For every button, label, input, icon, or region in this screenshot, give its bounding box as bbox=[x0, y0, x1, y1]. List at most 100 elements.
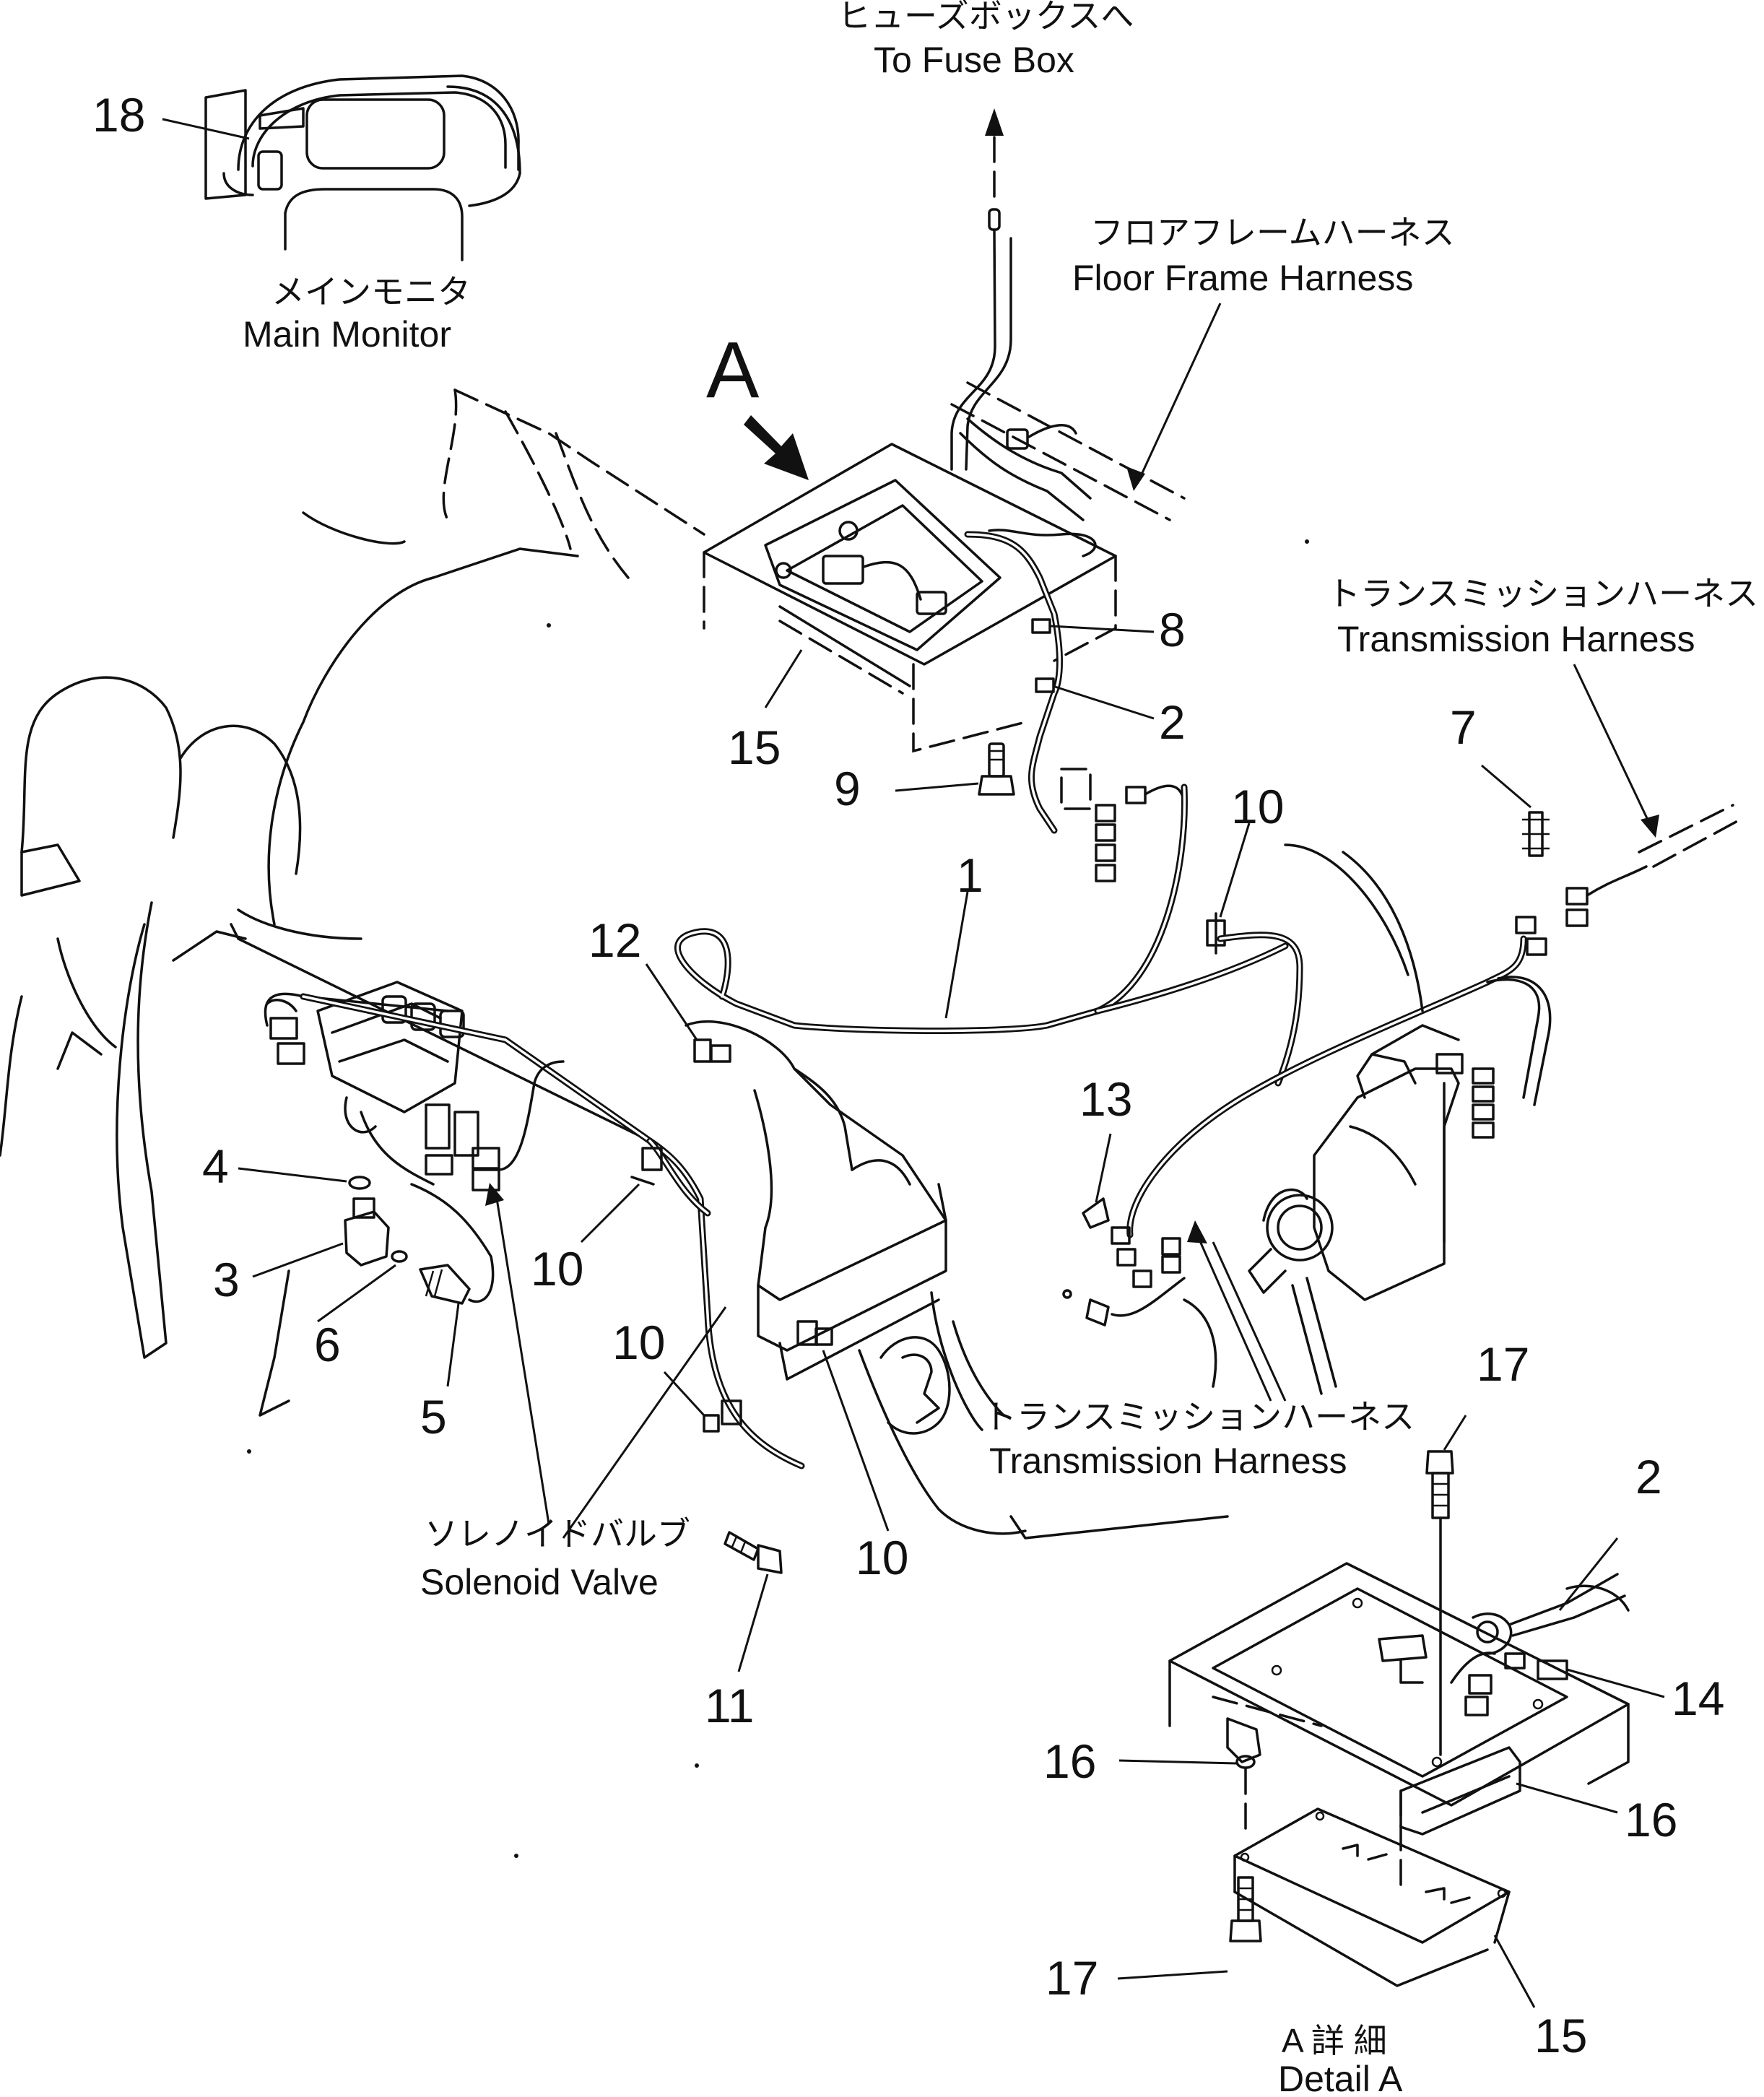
leader-10-mid bbox=[663, 1371, 705, 1417]
speck bbox=[1305, 539, 1309, 544]
callout-2-detail: 2 bbox=[1635, 1450, 1662, 1503]
leader-3 bbox=[252, 1242, 344, 1278]
leader-15-detail bbox=[1493, 1935, 1536, 2008]
callout-10-upper: 10 bbox=[1231, 780, 1284, 833]
floor-frame-harness-illustration bbox=[950, 303, 1222, 521]
callout-8: 8 bbox=[1159, 603, 1186, 656]
main-monitor-label-en: Main Monitor bbox=[243, 314, 451, 355]
leader-2-upper bbox=[1052, 685, 1155, 720]
leader-5 bbox=[446, 1303, 460, 1387]
callout-18: 18 bbox=[92, 88, 145, 142]
main-monitor-label-jp: メインモニタ bbox=[271, 273, 471, 311]
center-housing bbox=[685, 1020, 1229, 1540]
leader-2-detail bbox=[1558, 1537, 1619, 1611]
detail-a-label-en: Detail A bbox=[1278, 2059, 1403, 2097]
callout-6: 6 bbox=[314, 1318, 341, 1371]
fuse-box-label-en: To Fuse Box bbox=[874, 40, 1074, 80]
callout-14: 14 bbox=[1672, 1672, 1724, 1725]
transmission-harness-connectors bbox=[1515, 804, 1742, 956]
callout-15-detail: 15 bbox=[1534, 2009, 1587, 2062]
o-ring-6 bbox=[391, 1250, 408, 1263]
detail-a-illustration bbox=[1168, 1450, 1630, 1987]
solenoid-valve-label-jp: ソレノイドバルブ bbox=[425, 1515, 690, 1553]
callout-5: 5 bbox=[420, 1390, 447, 1443]
leader-16-left bbox=[1118, 1759, 1237, 1765]
callout-13: 13 bbox=[1079, 1072, 1132, 1126]
leader-4 bbox=[238, 1167, 347, 1183]
callout-2-upper: 2 bbox=[1159, 695, 1186, 749]
callout-17-top: 17 bbox=[1477, 1337, 1529, 1391]
clip-12 bbox=[693, 1038, 731, 1063]
speck bbox=[247, 1449, 251, 1454]
leader-17-top bbox=[1443, 1415, 1467, 1451]
speck bbox=[695, 1763, 699, 1768]
controller-box-upper bbox=[703, 443, 1117, 753]
callout-17-bottom: 17 bbox=[1046, 1951, 1098, 2005]
callout-16-left: 16 bbox=[1043, 1735, 1096, 1788]
leader-solenoid-valve-2 bbox=[495, 1198, 550, 1524]
callout-3: 3 bbox=[213, 1253, 240, 1306]
leader-9 bbox=[895, 782, 979, 792]
leader-7 bbox=[1481, 764, 1531, 809]
arrow-solenoid-valve bbox=[485, 1183, 504, 1206]
callout-16-right: 16 bbox=[1625, 1793, 1677, 1846]
floor-frame-harness-label-en: Floor Frame Harness bbox=[1072, 258, 1413, 298]
speck bbox=[514, 1854, 518, 1858]
leader-17-bottom bbox=[1117, 1970, 1228, 1980]
transmission-harness-top-label-jp: トランスミッションハーネス bbox=[1327, 575, 1758, 612]
transmission-body bbox=[1248, 843, 1495, 1301]
transmission-harness-mid-label-jp: トランスミッションハーネス bbox=[983, 1398, 1415, 1436]
detail-a-flag: A bbox=[706, 326, 760, 414]
detail-a-pointer-arrow bbox=[744, 415, 809, 480]
leader-16-right bbox=[1516, 1782, 1618, 1814]
leader-10-right bbox=[822, 1350, 890, 1532]
transmission-harness-mid-label-en: Transmission Harness bbox=[989, 1441, 1347, 1481]
transmission-harness-top-label-en: Transmission Harness bbox=[1337, 619, 1695, 659]
callout-7: 7 bbox=[1450, 700, 1477, 754]
callout-12: 12 bbox=[588, 913, 641, 967]
detail-a-label-jp: A 詳 細 bbox=[1282, 2022, 1387, 2059]
center-connectors bbox=[1060, 768, 1186, 882]
callout-4: 4 bbox=[202, 1139, 229, 1193]
fuse-box-label-jp: ヒューズボックスへ bbox=[838, 0, 1134, 35]
main-monitor-illustration bbox=[204, 74, 521, 261]
clip-10-mid bbox=[703, 1399, 742, 1433]
to-fuse-box-arrow bbox=[950, 108, 1012, 471]
callout-10-left: 10 bbox=[531, 1242, 583, 1295]
callout-10-right: 10 bbox=[856, 1531, 908, 1584]
floor-frame-harness-label-jp: フロアフレームハーネス bbox=[1090, 214, 1455, 251]
leader-transmission-harness-top bbox=[1573, 664, 1654, 830]
machine-frame-outline bbox=[0, 388, 705, 1417]
solenoid-valve-label-en: Solenoid Valve bbox=[420, 1562, 659, 1602]
callout-1: 1 bbox=[957, 848, 983, 902]
leader-13 bbox=[1095, 1133, 1112, 1203]
wiring-harness-1 bbox=[674, 783, 1289, 1034]
leader-12 bbox=[645, 963, 698, 1041]
bolt-11 bbox=[724, 1531, 783, 1574]
callout-15-upper: 15 bbox=[728, 721, 781, 774]
harness-clip-branch bbox=[964, 529, 1097, 834]
callout-10-mid: 10 bbox=[612, 1316, 665, 1369]
transmission-area-harness bbox=[1126, 932, 1552, 1238]
leader-solenoid-valve bbox=[562, 1306, 727, 1539]
callout-9: 9 bbox=[834, 762, 861, 815]
leader-10-left bbox=[580, 1183, 640, 1243]
callout-11: 11 bbox=[705, 1679, 755, 1732]
leader-15-upper bbox=[764, 649, 803, 708]
fitting-3 bbox=[344, 1197, 390, 1267]
leader-1 bbox=[944, 891, 969, 1019]
pressure-switch-5 bbox=[419, 1264, 471, 1305]
leader-14 bbox=[1566, 1668, 1665, 1698]
solenoid-valve bbox=[264, 981, 805, 1469]
leader-8 bbox=[1050, 625, 1155, 633]
o-ring-4 bbox=[348, 1176, 371, 1190]
leader-11 bbox=[737, 1573, 769, 1672]
arrow-transmission-harness-top bbox=[1641, 815, 1659, 838]
transmission-harness-mid-arrows bbox=[1183, 1220, 1337, 1402]
leader-6 bbox=[317, 1264, 396, 1323]
clip-10-right bbox=[796, 1320, 833, 1346]
clip-10-left bbox=[630, 1147, 663, 1186]
speck bbox=[547, 623, 551, 628]
clip-13 bbox=[1062, 1197, 1186, 1327]
